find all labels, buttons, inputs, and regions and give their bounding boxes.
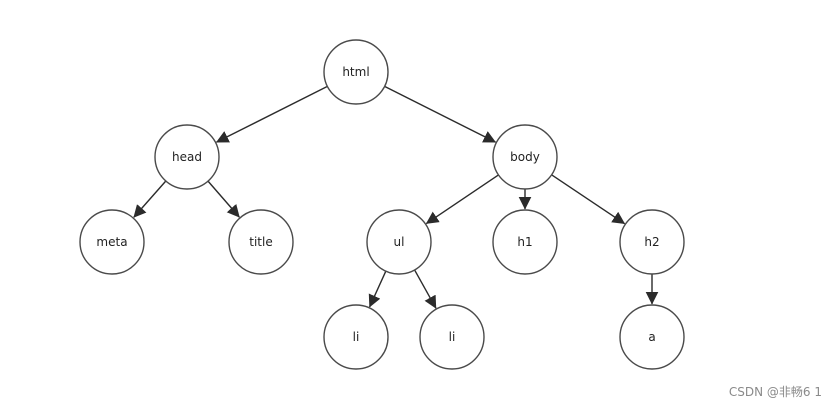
node-circle — [323, 39, 389, 105]
node-label: head — [172, 150, 202, 164]
edge-ul-to-li2 — [413, 269, 437, 309]
node-body: body — [492, 124, 558, 190]
nodes-layer: html head body meta title ul h1 h2 li li a — [79, 39, 685, 370]
node-label: title — [249, 235, 272, 249]
edge-head-to-meta — [133, 180, 167, 218]
node-label: h2 — [644, 235, 659, 249]
node-title: title — [228, 209, 294, 275]
edge-head-to-title — [207, 180, 240, 218]
node-label: h1 — [517, 235, 532, 249]
edge-body-to-h2 — [551, 174, 626, 225]
node-circle — [228, 209, 294, 275]
edge-html-to-head — [215, 85, 328, 143]
node-li2: li — [419, 304, 485, 370]
node-h2: h2 — [619, 209, 685, 275]
node-circle — [323, 304, 389, 370]
node-label: a — [648, 330, 655, 344]
node-circle — [492, 124, 558, 190]
node-ul: ul — [366, 209, 432, 275]
node-meta: meta — [79, 209, 145, 275]
node-label: ul — [394, 235, 405, 249]
edges-layer — [133, 85, 659, 309]
edge-ul-to-li1 — [368, 270, 387, 308]
node-label: li — [449, 330, 456, 344]
edge-body-to-ul — [425, 174, 499, 225]
node-circle — [154, 124, 220, 190]
node-circle — [419, 304, 485, 370]
node-h1: h1 — [492, 209, 558, 275]
node-label: meta — [96, 235, 127, 249]
node-head: head — [154, 124, 220, 190]
edge-html-to-body — [384, 85, 497, 143]
node-circle — [366, 209, 432, 275]
node-label: li — [353, 330, 360, 344]
node-circle — [619, 304, 685, 370]
node-label: body — [510, 150, 540, 164]
watermark-text: CSDN @非畅6 1 — [728, 385, 822, 399]
node-circle — [79, 209, 145, 275]
node-label: html — [342, 65, 369, 79]
node-circle — [619, 209, 685, 275]
node-a: a — [619, 304, 685, 370]
node-html: html — [323, 39, 389, 105]
node-circle — [492, 209, 558, 275]
node-li1: li — [323, 304, 389, 370]
